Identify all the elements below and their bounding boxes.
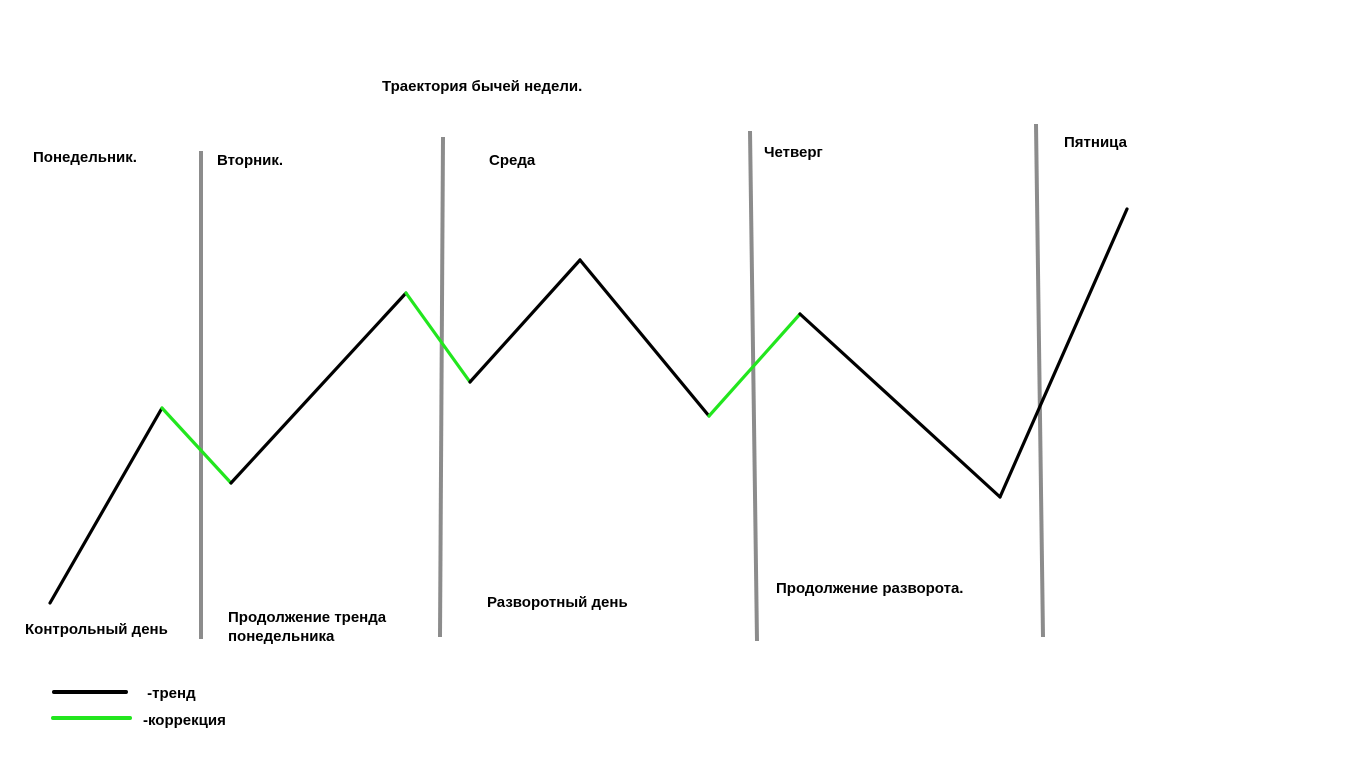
path-segment-8 [798,312,1002,499]
path-segment-4 [404,291,472,384]
path-segment-2 [160,406,233,485]
divider-tuesday-wednesday [438,136,445,638]
legend: -тренд -коррекция [51,685,226,729]
day-dividers [199,123,1045,642]
day-names: Понедельник. Вторник. Среда Четверг Пятн… [33,134,1128,169]
path-segment-7 [707,312,802,418]
day-name-wednesday: Среда [489,152,536,169]
day-name-thursday: Четверг [764,144,823,161]
day-name-tuesday: Вторник. [217,152,283,169]
legend-correction-label: -коррекция [143,712,226,729]
day-descriptions: Контрольный день Продолжение тренда поне… [25,580,963,645]
legend-trend-label: -тренд [143,685,196,702]
day-name-monday: Понедельник. [33,149,137,166]
day-description-tuesday-line-1: Продолжение тренда [228,609,387,626]
path-segment-3 [229,291,408,485]
day-description-tuesday: Продолжение тренда понедельника [228,609,390,645]
divider-wednesday-thursday [748,130,759,642]
path-segment-1 [48,406,164,605]
day-description-monday: Контрольный день [25,621,168,638]
divider-thursday-friday [1034,123,1045,638]
day-description-wednesday: Разворотный день [487,594,628,611]
day-name-friday: Пятница [1064,134,1128,151]
price-path [48,207,1129,605]
day-description-tuesday-line-2: понедельника [228,628,335,645]
path-segment-6 [578,258,711,418]
path-segment-9 [998,207,1129,499]
diagram-title: Траектория бычей недели. [382,78,582,95]
path-segment-5 [468,258,582,384]
day-description-thursday: Продолжение разворота. [776,580,963,597]
